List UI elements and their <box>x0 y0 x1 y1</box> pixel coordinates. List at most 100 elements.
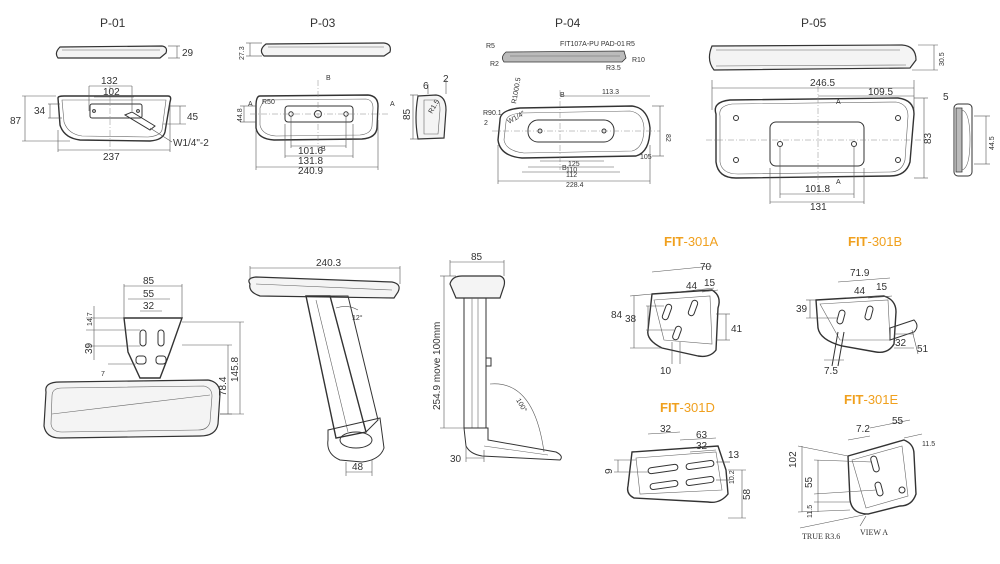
svg-text:A: A <box>836 179 841 186</box>
drawing-arm-front: 85 55 32 14.7 39 7 78.4 145.8 <box>43 276 244 439</box>
drawing-title: FIT-301D <box>660 400 715 415</box>
svg-text:63: 63 <box>696 430 708 441</box>
svg-text:228.4: 228.4 <box>566 182 584 189</box>
drawing-title: FIT-301B <box>848 234 902 249</box>
svg-text:55: 55 <box>892 416 904 427</box>
svg-text:246.5: 246.5 <box>810 78 835 89</box>
svg-text:82: 82 <box>664 134 671 142</box>
svg-text:84: 84 <box>611 310 623 321</box>
svg-text:R1000.5: R1000.5 <box>511 77 523 104</box>
svg-text:13: 13 <box>728 450 740 461</box>
svg-text:R5: R5 <box>626 41 635 48</box>
svg-text:32: 32 <box>660 424 672 435</box>
svg-text:131.8: 131.8 <box>298 156 323 167</box>
drawing-title: P-04 <box>555 16 581 30</box>
svg-text:55: 55 <box>804 476 815 488</box>
svg-text:R50: R50 <box>262 99 275 106</box>
svg-text:48: 48 <box>352 462 364 473</box>
svg-text:240.9: 240.9 <box>298 166 323 177</box>
svg-text:R2: R2 <box>490 61 499 68</box>
svg-text:85: 85 <box>143 276 155 287</box>
svg-text:78.4: 78.4 <box>218 376 229 396</box>
svg-text:125: 125 <box>568 161 580 168</box>
svg-text:34: 34 <box>34 106 46 117</box>
svg-text:85: 85 <box>402 108 413 120</box>
svg-text:145.8: 145.8 <box>230 357 241 382</box>
svg-text:237: 237 <box>103 152 120 163</box>
svg-text:B: B <box>562 165 567 172</box>
svg-text:132: 132 <box>101 76 118 87</box>
svg-text:32: 32 <box>143 301 155 312</box>
svg-text:39: 39 <box>796 304 808 315</box>
drawing-arm-iso: 240.3 12° 48 <box>248 258 401 476</box>
svg-text:105: 105 <box>640 154 652 161</box>
svg-text:83: 83 <box>923 132 934 144</box>
svg-text:109.5: 109.5 <box>868 87 893 98</box>
svg-text:100°: 100° <box>514 397 528 414</box>
svg-text:15: 15 <box>876 282 888 293</box>
svg-text:B: B <box>326 75 331 82</box>
svg-text:15: 15 <box>704 278 716 289</box>
drawing-fit301b: FIT-301B 71.9 44 15 39 32 51 7.5 <box>796 234 929 377</box>
svg-text:70: 70 <box>700 262 712 273</box>
svg-text:110: 110 <box>566 167 577 174</box>
drawing-fit301a: FIT-301A 70 44 15 84 38 41 10 <box>611 234 743 377</box>
svg-text:240.3: 240.3 <box>316 258 341 269</box>
svg-text:45: 45 <box>187 112 199 123</box>
svg-text:A: A <box>836 99 841 106</box>
drawing-fit301d: FIT-301D 32 63 32 13 9 10.2 58 <box>604 400 753 519</box>
drawing-title: P-03 <box>310 16 336 30</box>
svg-text:7: 7 <box>101 371 105 378</box>
svg-text:30: 30 <box>450 454 462 465</box>
drawing-p05: P-05 30.5 A A 246.5 109.5 83 101.8 131 5… <box>706 16 996 213</box>
svg-text:102: 102 <box>103 87 120 98</box>
svg-text:7.2: 7.2 <box>856 424 870 435</box>
svg-text:32: 32 <box>696 441 708 452</box>
svg-text:44.5: 44.5 <box>989 136 996 150</box>
svg-text:B: B <box>560 92 565 99</box>
svg-text:32: 32 <box>895 338 907 349</box>
svg-text:51: 51 <box>917 344 929 355</box>
drawing-title: FIT-301A <box>664 234 719 249</box>
svg-text:87: 87 <box>10 116 22 127</box>
svg-text:113.3: 113.3 <box>602 89 619 96</box>
svg-text:5: 5 <box>943 92 949 103</box>
svg-text:W1/4": W1/4" <box>507 110 527 126</box>
svg-text:44: 44 <box>854 286 866 297</box>
svg-text:101.8: 101.8 <box>805 184 830 195</box>
svg-text:VIEW A: VIEW A <box>860 528 888 537</box>
drawing-title: P-05 <box>801 16 827 30</box>
svg-text:10: 10 <box>660 366 672 377</box>
svg-text:R10: R10 <box>632 57 645 64</box>
svg-text:39: 39 <box>84 342 95 354</box>
svg-text:44.8: 44.8 <box>237 108 244 122</box>
svg-text:27.3: 27.3 <box>239 46 246 60</box>
svg-text:R90.1: R90.1 <box>483 110 502 117</box>
svg-text:6: 6 <box>423 81 429 92</box>
svg-text:2: 2 <box>484 120 488 127</box>
drawing-title: P-01 <box>100 16 126 30</box>
svg-text:W1/4"-2: W1/4"-2 <box>173 138 209 149</box>
svg-text:10.2: 10.2 <box>729 470 736 484</box>
svg-text:7.5: 7.5 <box>824 366 838 377</box>
svg-text:85: 85 <box>471 252 483 263</box>
svg-text:131: 131 <box>810 202 827 213</box>
svg-text:FIT107A-PU PAD-01: FIT107A-PU PAD-01 <box>560 41 625 48</box>
svg-text:14.7: 14.7 <box>87 312 94 326</box>
drawing-fit301e: FIT-301E 7.2 55 11.5 102 55 11.5 TRUE R3… <box>788 392 935 541</box>
svg-text:12°: 12° <box>352 314 363 322</box>
svg-text:58: 58 <box>742 488 753 500</box>
svg-text:A: A <box>248 101 253 108</box>
svg-text:R3.5: R3.5 <box>606 65 621 72</box>
svg-text:101.6: 101.6 <box>298 146 323 157</box>
drawing-p03: P-03 27.3 B B A A R50 44.8 101.6 131.8 2… <box>237 16 449 177</box>
drawing-title: FIT-301E <box>844 392 899 407</box>
svg-text:55: 55 <box>143 289 155 300</box>
svg-text:71.9: 71.9 <box>850 268 870 279</box>
svg-text:B: B <box>321 146 326 153</box>
svg-text:9: 9 <box>604 468 615 474</box>
svg-text:30.5: 30.5 <box>939 52 946 66</box>
drawing-p04: P-04 FIT107A-PU PAD-01 R5 R2 R5 R3.5 R10… <box>483 16 671 189</box>
